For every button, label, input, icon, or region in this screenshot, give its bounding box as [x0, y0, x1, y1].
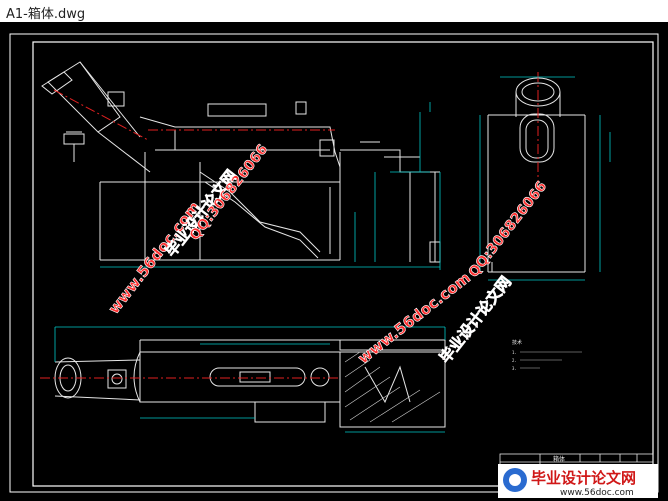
notes-line-1: 1.: [512, 350, 517, 355]
footer-logo-icon-inner: [509, 474, 521, 486]
front-view: [41, 61, 441, 263]
front-view-dimensions: [100, 102, 441, 270]
footer-logo-brand: 毕业设计论文网: [531, 469, 636, 487]
window-title: A1-箱体.dwg: [6, 7, 86, 22]
top-view-dimensions: [54, 326, 446, 433]
notes-heading: 技术: [512, 339, 522, 346]
drawing-canvas[interactable]: 技术 1. 2. 3. 箱体 www.56doc.com 毕业设计论文网 QQ:…: [0, 22, 668, 501]
top-view: [54, 339, 446, 428]
watermark-group-5: QQ:306826066: [465, 178, 551, 281]
top-view-hatch: [344, 351, 441, 423]
title-bar: A1-箱体.dwg: [0, 0, 668, 22]
drawing-frame: [9, 33, 659, 493]
watermark-qq-1: QQ:306826066: [187, 142, 272, 244]
footer-logo: 毕业设计论文网 www.56doc.com: [498, 464, 658, 498]
notes-line-3: 3.: [512, 366, 517, 371]
drawing-inner-frame: [32, 41, 654, 487]
notes-line-2: 2.: [512, 358, 517, 363]
cad-drawing[interactable]: 技术 1. 2. 3. 箱体 www.56doc.com 毕业设计论文网 QQ:…: [0, 22, 668, 501]
technical-notes: 技术 1. 2. 3.: [512, 339, 522, 371]
watermark-group-3: QQ:306826066: [186, 141, 272, 244]
watermark-qq-2: QQ:306826066: [466, 179, 551, 281]
side-view: [487, 77, 586, 273]
title-block-label: 箱体: [553, 455, 565, 463]
footer-logo-url: www.56doc.com: [560, 488, 634, 498]
notes-lines: [520, 351, 582, 369]
side-view-dimensions: [479, 76, 611, 281]
